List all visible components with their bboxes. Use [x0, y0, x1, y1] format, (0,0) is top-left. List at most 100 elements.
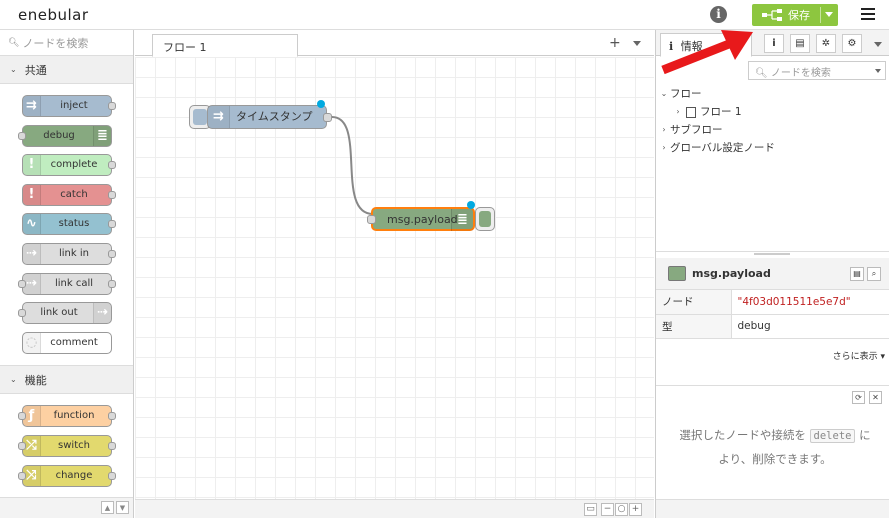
- palette-category-header[interactable]: ⌄共通: [0, 56, 133, 84]
- tab-flow-1[interactable]: フロー 1: [152, 34, 298, 57]
- chevron-down-icon: ⌄: [660, 89, 668, 98]
- switch-icon: ⤮: [23, 435, 41, 456]
- palette-node-switch[interactable]: ⤮ switch: [18, 434, 116, 457]
- search-options-icon[interactable]: [875, 69, 881, 73]
- palette-node-complete[interactable]: !complete: [22, 154, 116, 177]
- output-port: [108, 279, 116, 288]
- sidebar-splitter[interactable]: [656, 251, 889, 255]
- palette-category-header[interactable]: ⌄機能: [0, 366, 133, 395]
- palette-node-label: switch: [58, 439, 90, 451]
- flow-node-label: msg.payload: [387, 213, 458, 226]
- link-icon: ⇢: [23, 243, 41, 264]
- book-icon[interactable]: ▤: [850, 267, 864, 281]
- property-value: debug: [731, 314, 889, 339]
- comment-icon: ◌: [23, 332, 41, 353]
- sidebar-search-input[interactable]: 🔍︎ ノードを検索: [748, 61, 886, 80]
- list-icon: ≣: [451, 209, 473, 231]
- debug-toggle-button[interactable]: [475, 207, 495, 231]
- help-text: 選択したノードや接続を delete に より、削除できます。: [670, 424, 880, 471]
- output-port: [108, 249, 116, 258]
- pulse-icon: ∿: [23, 214, 41, 235]
- info-tree: ⌄ フロー › フロー 1 › サブフロー › グローバル設定ノード: [656, 85, 889, 157]
- link-icon: ⇢: [23, 273, 41, 294]
- output-port: [108, 220, 116, 229]
- gear-icon[interactable]: ⚙: [842, 34, 862, 53]
- deploy-button[interactable]: 保存: [752, 4, 838, 26]
- palette-footer: ▲ ▼: [0, 497, 133, 518]
- workspace-tabs: フロー 1 +: [135, 30, 654, 57]
- tree-item-flows[interactable]: ⌄ フロー: [656, 85, 889, 103]
- palette-search[interactable]: 🔍︎ ノードを検索: [0, 30, 133, 56]
- palette-node-inject[interactable]: ⇉inject: [22, 95, 116, 117]
- sidebar-menu-icon[interactable]: [874, 42, 882, 47]
- show-more-label: さらに表示: [832, 351, 878, 362]
- zoom-out-icon[interactable]: −: [601, 503, 614, 516]
- palette-node-link-out[interactable]: ⇢ link out: [18, 302, 112, 325]
- zoom-reset-icon[interactable]: ○: [615, 503, 628, 516]
- palette-node-label: link out: [40, 307, 78, 319]
- add-tab-icon[interactable]: +: [609, 35, 621, 51]
- book-icon[interactable]: ▤: [790, 34, 810, 53]
- output-port: [108, 441, 116, 450]
- input-port[interactable]: [367, 215, 376, 224]
- delete-key-label: delete: [809, 429, 856, 443]
- palette-node-label: debug: [43, 129, 75, 141]
- collapse-all-icon[interactable]: ▲: [101, 501, 114, 514]
- deploy-dropdown-icon[interactable]: [825, 12, 833, 17]
- input-port: [18, 471, 26, 480]
- tree-item-subflows[interactable]: › サブフロー: [656, 121, 889, 139]
- palette-node-catch[interactable]: !catch: [22, 183, 116, 206]
- expand-all-icon[interactable]: ▼: [116, 501, 129, 514]
- palette-node-link-call[interactable]: ⇢link call: [18, 272, 116, 295]
- workspace: フロー 1 + ⇉ タイムスタンプ msg.payload: [135, 30, 654, 518]
- changed-indicator: [467, 201, 475, 209]
- flow-node-timestamp[interactable]: ⇉ タイムスタンプ: [207, 100, 332, 129]
- palette-node-status[interactable]: ∿status: [22, 213, 116, 236]
- property-key: ノード: [656, 290, 732, 315]
- output-port: [108, 102, 116, 110]
- search-icon[interactable]: ⌕: [867, 267, 881, 281]
- shuffle-icon: ⤨: [23, 465, 41, 486]
- caret-down-icon: ▾: [880, 351, 885, 362]
- node-palette: 🔍︎ ノードを検索 ⌄共通 ⇉inject ≣debug !complete !catc…: [0, 30, 134, 518]
- link-icon: ⇢: [93, 303, 111, 324]
- close-icon[interactable]: ✕: [869, 391, 882, 404]
- palette-node-change[interactable]: ⤨change: [18, 464, 116, 487]
- bug-icon[interactable]: ✲: [816, 34, 836, 53]
- exclamation-icon: !: [23, 184, 41, 205]
- input-port: [18, 412, 26, 421]
- header: enebular i 保存: [0, 0, 889, 30]
- table-row: 型 debug: [656, 314, 889, 339]
- tree-item-flow-1[interactable]: › フロー 1: [656, 103, 889, 121]
- navigator-icon[interactable]: ▭: [584, 503, 597, 516]
- function-icon: ƒ: [23, 406, 41, 427]
- info-icon[interactable]: i: [710, 6, 727, 23]
- refresh-icon[interactable]: ⟳: [852, 391, 865, 404]
- info-tab-icon[interactable]: i: [764, 34, 784, 53]
- tab-menu-icon[interactable]: [633, 41, 641, 46]
- flow-node-msg-payload[interactable]: msg.payload ≣: [367, 201, 475, 231]
- exclamation-icon: !: [23, 155, 41, 176]
- show-more-link[interactable]: さらに表示 ▾: [656, 349, 889, 362]
- input-port: [18, 131, 26, 140]
- wire-layer: [331, 116, 374, 215]
- palette-node-label: link in: [59, 247, 89, 259]
- input-port: [18, 309, 26, 318]
- tree-item-global-config[interactable]: › グローバル設定ノード: [656, 139, 889, 157]
- help-text-part: に: [859, 428, 871, 442]
- palette-node-debug[interactable]: ≣debug: [18, 124, 112, 147]
- sidebar-tabs: i 情報 i ▤ ✲ ⚙: [656, 30, 889, 57]
- output-port[interactable]: [323, 113, 332, 122]
- chevron-right-icon: ›: [662, 143, 666, 152]
- palette-node-link-in[interactable]: ⇢ link in: [22, 242, 116, 265]
- palette-category-body: ⇉inject≣debug!complete!catch∿status⇢link…: [0, 84, 133, 367]
- workspace-footer: ▭ − ○ +: [135, 499, 654, 518]
- hamburger-menu-icon[interactable]: [861, 8, 875, 22]
- palette-node-comment[interactable]: ◌comment: [22, 331, 112, 354]
- chevron-down-icon: ⌄: [10, 375, 17, 385]
- zoom-in-icon[interactable]: +: [629, 503, 642, 516]
- help-text-part: より、削除できます。: [718, 452, 832, 466]
- flow-canvas[interactable]: ⇉ タイムスタンプ msg.payload ≣: [135, 57, 654, 499]
